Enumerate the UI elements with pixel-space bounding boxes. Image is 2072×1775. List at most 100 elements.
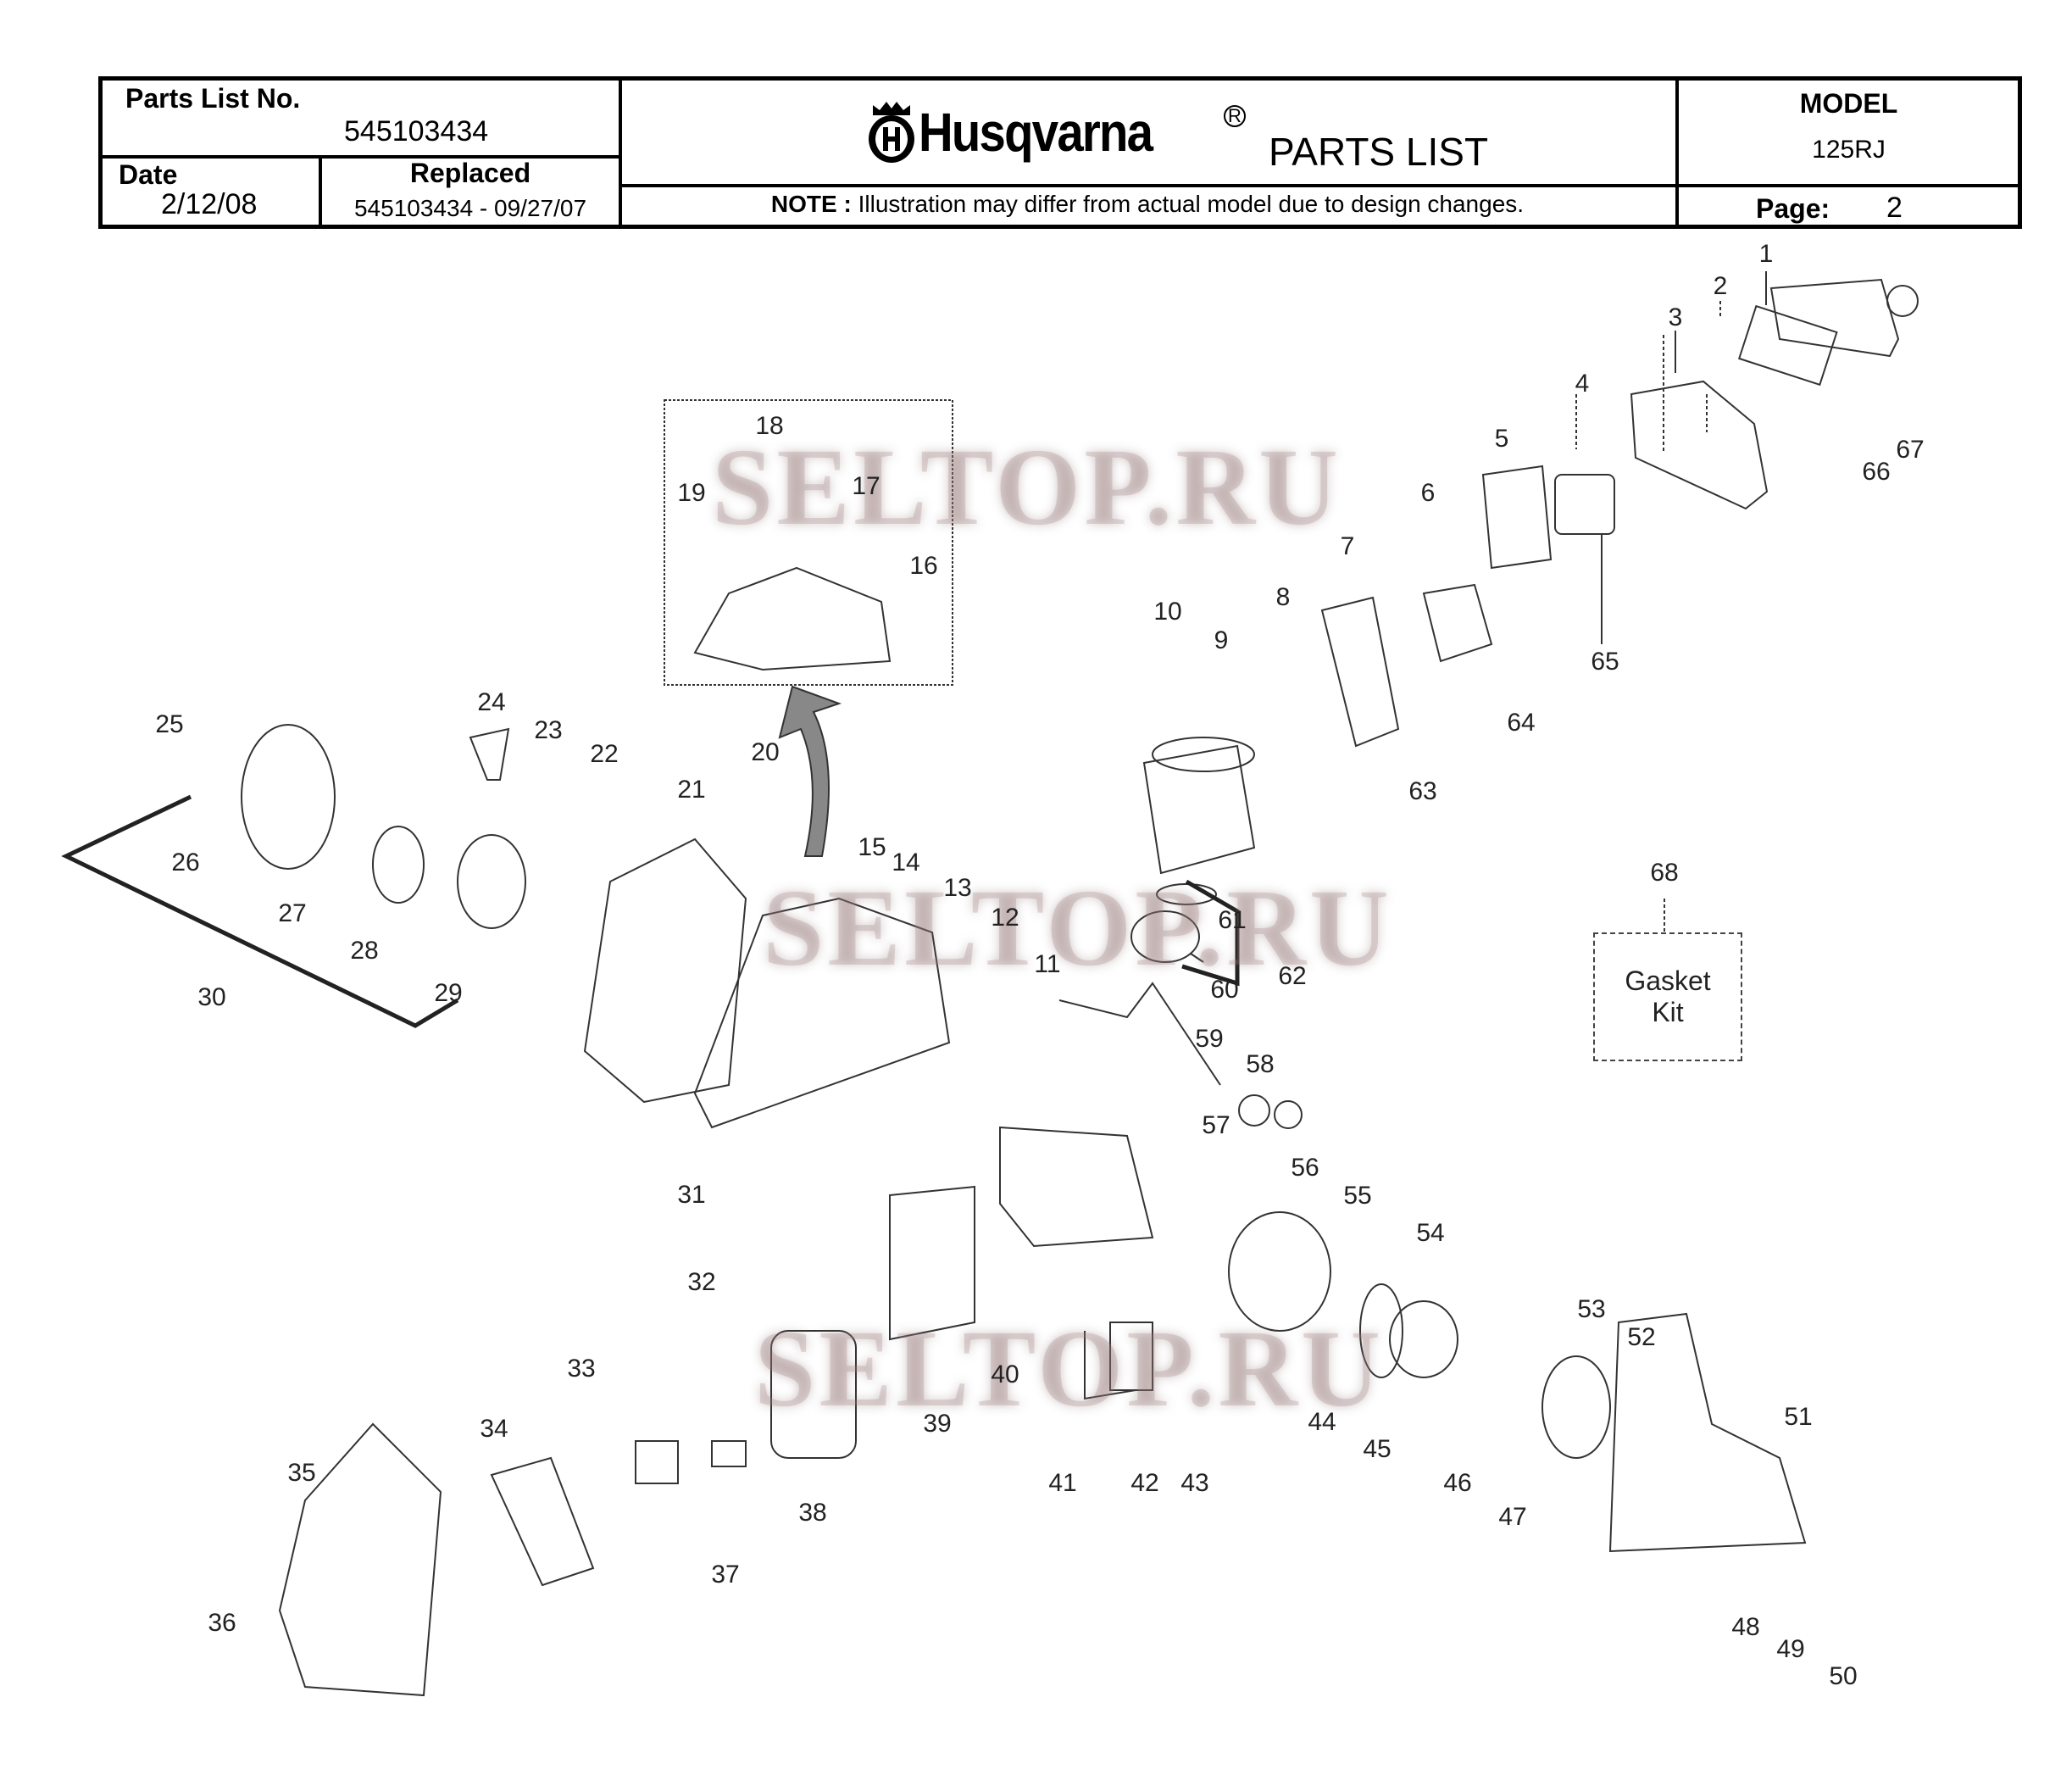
- spark-screen: [635, 1440, 679, 1484]
- callout-28: 28: [350, 937, 379, 965]
- callout-55: 55: [1343, 1182, 1372, 1210]
- callout-4: 4: [1575, 370, 1590, 398]
- model-label: MODEL: [1799, 88, 1898, 119]
- note-label: NOTE :: [770, 191, 852, 217]
- parts-list-no-label: Parts List No.: [125, 83, 301, 114]
- callout-34: 34: [480, 1415, 508, 1443]
- callout-59: 59: [1195, 1025, 1224, 1053]
- callout-6: 6: [1420, 479, 1436, 507]
- divider: [98, 155, 620, 159]
- bearing: [1238, 1094, 1270, 1127]
- gasket-5: [1481, 465, 1553, 570]
- callout-37: 37: [711, 1561, 740, 1589]
- callout-33: 33: [567, 1355, 596, 1383]
- cylinder-top: [1152, 737, 1255, 772]
- callout-46: 46: [1443, 1469, 1472, 1497]
- callout-23: 23: [534, 716, 563, 744]
- callout-30: 30: [197, 983, 226, 1011]
- callout-49: 49: [1776, 1635, 1805, 1663]
- callout-67: 67: [1896, 436, 1925, 464]
- note-text: Illustration may differ from actual mode…: [858, 191, 1525, 217]
- divider: [619, 76, 622, 229]
- callout-32: 32: [687, 1268, 716, 1296]
- callout-10: 10: [1153, 598, 1182, 626]
- crankshaft: [1058, 982, 1221, 1086]
- cylinder: [1142, 744, 1256, 875]
- shroud-34: [490, 1456, 595, 1587]
- clutch: [1389, 1300, 1458, 1378]
- watermark: SELTOP.RU: [763, 867, 1393, 989]
- muffler-gasket: [889, 1185, 975, 1341]
- callout-13: 13: [943, 874, 972, 902]
- callout-17: 17: [852, 472, 880, 500]
- starter-spring: [372, 826, 425, 904]
- callout-43: 43: [1180, 1469, 1209, 1497]
- callout-20: 20: [751, 738, 780, 766]
- callout-18: 18: [755, 412, 784, 440]
- replaced-label: Replaced: [409, 158, 531, 188]
- page-label: Page:: [1756, 193, 1830, 224]
- callout-15: 15: [858, 833, 886, 861]
- callout-51: 51: [1784, 1403, 1813, 1431]
- callout-54: 54: [1416, 1219, 1445, 1247]
- callout-62: 62: [1278, 962, 1307, 990]
- divider: [619, 184, 2022, 187]
- date-label: Date: [119, 159, 178, 190]
- callout-57: 57: [1202, 1111, 1230, 1139]
- callout-1: 1: [1758, 240, 1774, 268]
- callout-58: 58: [1246, 1050, 1275, 1078]
- watermark: SELTOP.RU: [712, 426, 1342, 548]
- page-number: 2: [1886, 192, 1903, 224]
- callout-65: 65: [1591, 648, 1619, 676]
- callout-36: 36: [208, 1609, 236, 1637]
- callout-19: 19: [677, 479, 706, 507]
- spark-plug-lead: [1084, 1331, 1136, 1400]
- carburetor: [1554, 474, 1615, 535]
- callout-56: 56: [1291, 1154, 1319, 1182]
- brand-name: Husqvarna: [919, 102, 1153, 163]
- starter-handle: [469, 727, 510, 781]
- flywheel: [1228, 1211, 1331, 1332]
- callout-14: 14: [892, 849, 920, 876]
- piston-ring: [1156, 883, 1217, 905]
- piston-kit-bracket: [1181, 879, 1240, 987]
- header-table: [98, 76, 2022, 229]
- divider: [319, 157, 322, 229]
- clutch-housing: [1608, 1312, 1807, 1553]
- callout-3: 3: [1668, 303, 1683, 331]
- piston: [1130, 910, 1200, 963]
- callout-39: 39: [923, 1410, 952, 1438]
- air-filter-cover: [1769, 278, 1900, 358]
- crankcase: [999, 1126, 1154, 1248]
- clutch-drum: [1542, 1355, 1611, 1459]
- callout-9: 9: [1214, 626, 1229, 654]
- crown-h-icon: [869, 102, 914, 163]
- callout-53: 53: [1577, 1295, 1606, 1323]
- callout-68: 68: [1650, 859, 1679, 887]
- fuel-tank-inset: [664, 399, 953, 686]
- callout-44: 44: [1308, 1408, 1336, 1436]
- callout-52: 52: [1627, 1323, 1656, 1351]
- callout-35: 35: [287, 1459, 316, 1487]
- callout-63: 63: [1408, 777, 1437, 805]
- replaced-value: 545103434 - 09/27/07: [353, 195, 587, 221]
- fan-housing: [583, 837, 747, 1104]
- clutch-plate: [1359, 1283, 1403, 1378]
- wrist-pin: [1190, 953, 1204, 963]
- registered-mark: R: [1224, 105, 1246, 127]
- callout-8: 8: [1275, 583, 1291, 611]
- gasket-kit-box: Gasket Kit: [1593, 932, 1742, 1061]
- callout-25: 25: [155, 710, 184, 738]
- callout-40: 40: [991, 1360, 1019, 1388]
- starter-pulley: [457, 834, 526, 929]
- muffler: [770, 1330, 857, 1459]
- callout-16: 16: [909, 552, 938, 580]
- callout-26: 26: [171, 849, 200, 876]
- callout-38: 38: [798, 1499, 827, 1527]
- callout-21: 21: [677, 776, 706, 804]
- divider: [1675, 76, 1679, 229]
- callout-5: 5: [1494, 425, 1509, 453]
- doc-title: PARTS LIST: [1269, 130, 1489, 174]
- callout-7: 7: [1340, 532, 1355, 560]
